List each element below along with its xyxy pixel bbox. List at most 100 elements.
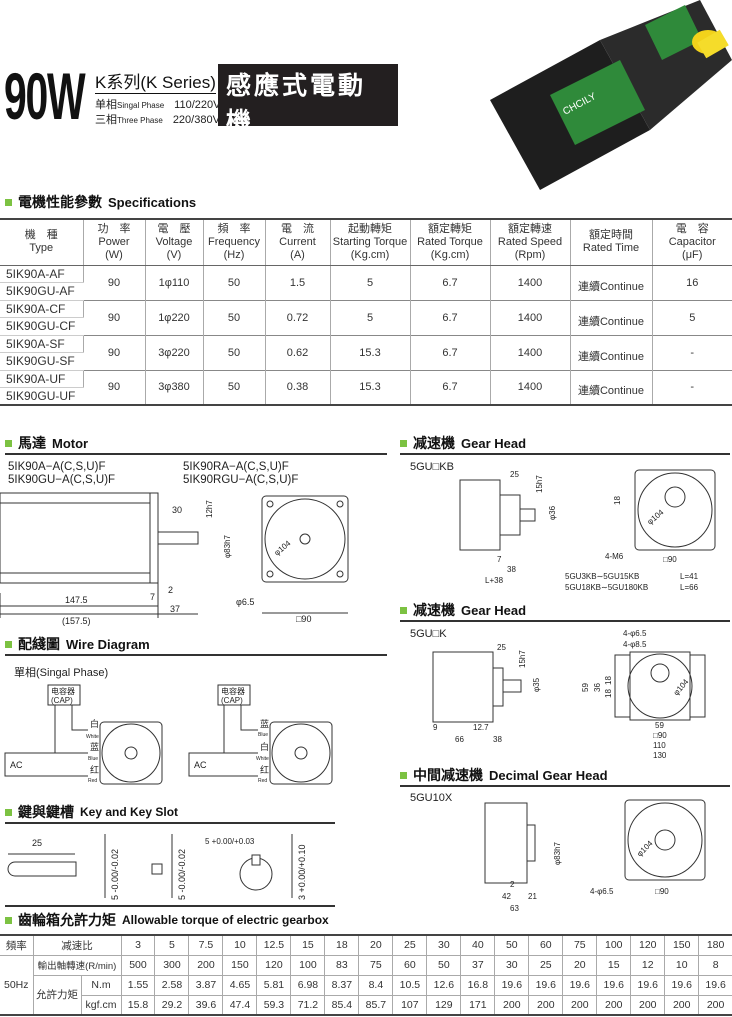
- dim-label: 42: [502, 892, 511, 901]
- dim-label: φ83h7: [553, 841, 562, 865]
- rated-cell: 6.7: [410, 369, 491, 405]
- divider: [400, 785, 730, 787]
- divider: [400, 453, 730, 455]
- dim-label: 4-φ6.5: [590, 887, 614, 896]
- speed-cell: 1400: [490, 299, 571, 335]
- dim-label: □90: [655, 887, 669, 896]
- single-phase-en: Singal Phase: [117, 101, 165, 110]
- value-cell: 5.81: [256, 975, 292, 996]
- value-cell: 200: [528, 995, 564, 1016]
- column-header-line: (Hz): [223, 248, 245, 261]
- voltage-cell: 1φ220: [145, 299, 204, 335]
- current-cell: 0.38: [265, 369, 331, 405]
- speed-cell: 1400: [490, 264, 571, 300]
- value-cell: 19.6: [494, 975, 530, 996]
- wire-color-label: 白: [90, 718, 99, 729]
- column-header-line: 額定轉速: [508, 222, 552, 235]
- gearhead1-model: 5GU□KB: [410, 461, 454, 473]
- table-row: 5IK90GU-UF: [0, 387, 732, 406]
- value-cell: 10.5: [392, 975, 428, 996]
- column-header-line: Rated Torque: [417, 235, 483, 248]
- single-phase-voltage: 110/220V: [174, 99, 221, 111]
- value-cell: 59.3: [256, 995, 292, 1016]
- value-cell: 19.6: [562, 975, 598, 996]
- time-cell: 連續Continue: [570, 264, 653, 300]
- value-cell: 1.55: [121, 975, 156, 996]
- time-cell: 連續Continue: [570, 299, 653, 335]
- start-cell: 5: [330, 264, 411, 300]
- type-cell: 5IK90GU-AF: [0, 282, 83, 301]
- torque-heading-zh: 齒輪箱允許力矩: [18, 912, 116, 928]
- power-cell: 90: [83, 369, 146, 405]
- type-cell: 5IK90A-SF: [0, 334, 84, 353]
- column-header-line: 電 流: [281, 222, 314, 235]
- dim-label: □90: [663, 555, 677, 564]
- bullet-icon: [5, 916, 12, 924]
- dim-label: 147.5: [65, 595, 88, 605]
- column-header-line: Starting Torque: [332, 235, 408, 248]
- column-header-line: Rated Speed: [497, 235, 563, 248]
- specs-heading-zh: 電機性能參數: [18, 194, 102, 210]
- column-header-line: 額定時間: [589, 229, 633, 242]
- value-cell: 20: [358, 935, 394, 956]
- value-cell: 16.8: [460, 975, 496, 996]
- key-drawing: 25 5 -0.00/-0.02 5 -0.00/-0.02 5 +0.00/+…: [7, 834, 307, 900]
- value-cell: 75: [562, 935, 598, 956]
- motor-drawing: 147.5 (157.5) 30 12h7 φ83h7 7 2 37 φ104 …: [0, 492, 349, 626]
- title-en: Induction Motor: [226, 142, 357, 163]
- value-cell: 83: [324, 955, 360, 976]
- wire-color-label: Red: [258, 778, 267, 784]
- value-cell: 15: [596, 955, 632, 976]
- bullet-icon: [5, 808, 12, 816]
- value-cell: 100: [596, 935, 632, 956]
- column-header-line: Current: [279, 235, 316, 248]
- motor-heading-zh: 馬達: [18, 435, 46, 451]
- wire-color-label: White: [86, 734, 99, 740]
- value-cell: 19.6: [528, 975, 564, 996]
- decimal-drawing: φ83h7 2 42 21 63 φ104 4-φ6.5 □90: [484, 799, 706, 913]
- dim-label: L+38: [485, 576, 504, 585]
- key-heading-zh: 鍵與鍵槽: [18, 804, 74, 820]
- column-header-line: Frequency: [208, 235, 260, 248]
- dim-label: 9: [433, 723, 438, 732]
- divider: [5, 905, 335, 907]
- type-cell: 5IK90A-CF: [0, 299, 84, 318]
- cap-label: 电容器: [221, 686, 245, 696]
- series-label: K系列(K Series): [95, 73, 216, 94]
- dim-label: 130: [653, 751, 667, 760]
- value-cell: 200: [494, 995, 530, 1016]
- divider: [5, 453, 387, 455]
- dim-label: 2: [510, 880, 515, 889]
- freq-cell: 50: [203, 264, 266, 300]
- value-cell: 7.5: [188, 935, 224, 956]
- motor-heading-en: Motor: [52, 435, 89, 451]
- value-cell: 500: [121, 955, 156, 976]
- value-cell: 18: [324, 935, 360, 956]
- specs-heading-en: Specifications: [108, 194, 197, 210]
- rated-cell: 6.7: [410, 299, 491, 335]
- note: L=66: [680, 583, 699, 592]
- divider: [400, 620, 730, 622]
- cap-cell: 16: [652, 264, 732, 300]
- gearhead1-heading-en: Gear Head: [461, 435, 527, 451]
- wire-color-label: 蓝: [90, 741, 99, 752]
- column-header-line: 機 種: [24, 229, 58, 242]
- value-cell: 180: [698, 935, 732, 956]
- gearhead2-heading-zh: 减速機: [413, 602, 455, 618]
- dim-label: φ36: [548, 505, 557, 520]
- table-row: 5IK90GU-CF: [0, 317, 732, 336]
- start-cell: 15.3: [330, 369, 411, 405]
- dim-label: 25: [510, 470, 519, 479]
- value-cell: 50: [426, 955, 462, 976]
